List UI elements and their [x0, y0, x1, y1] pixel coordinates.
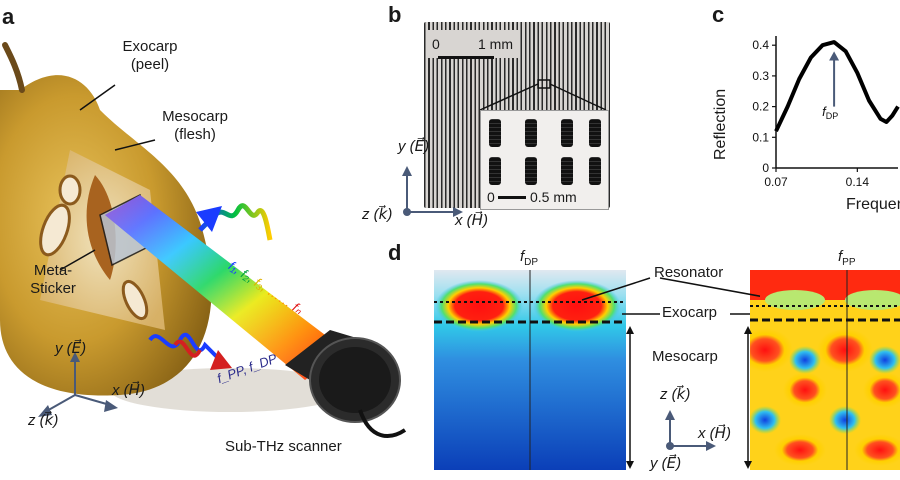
panel-b-letter: b — [388, 2, 402, 27]
fdp-arrow-head — [829, 51, 840, 61]
field-map-fpp — [750, 270, 900, 470]
d-axis-x: x (H⃗) — [698, 425, 731, 442]
panel-d-letter: d — [388, 240, 402, 265]
resonator-label: Resonator — [654, 264, 724, 281]
c-ytick-label: 0.4 — [752, 38, 769, 52]
panel-d-annotations — [581, 277, 760, 469]
axis-x-label: x (H⃗) — [112, 382, 145, 399]
c-ytick-label: 0.1 — [752, 130, 769, 144]
mesocarp-d-label: Mesocarp — [652, 348, 718, 365]
zoom-lines — [479, 79, 607, 111]
scale-bar-small — [498, 196, 526, 199]
c-ytick-label: 0 — [762, 161, 769, 175]
b-axis-y: y (E⃗) — [398, 138, 430, 155]
metasticker-label: Meta-Sticker — [30, 262, 76, 297]
panel-b-axes — [402, 166, 463, 217]
d-title-right: fPP — [838, 248, 856, 268]
d-axis-z: z (k⃗) — [660, 386, 691, 403]
axis-z-label: z (k⃗) — [28, 412, 59, 429]
scale-zero: 0 — [432, 36, 440, 52]
d-axis-y: y (E⃗) — [650, 455, 682, 472]
c-ytick-label: 0.3 — [752, 69, 769, 83]
scale-small-label: 0.5 mm — [530, 189, 577, 205]
c-xtick-label: 0.14 — [846, 175, 870, 189]
reflection-curve — [774, 40, 900, 133]
panel-a-letter: a — [2, 4, 15, 29]
exocarp-d-label: Exocarp — [662, 304, 718, 321]
panel-a-illustration — [0, 42, 407, 438]
c-ytick-label: 0.2 — [752, 100, 769, 114]
field-map-fdp — [434, 270, 626, 470]
fdp-annotation: fDP — [822, 104, 838, 121]
c-xtick-label: 0.07 — [764, 175, 788, 189]
panel-c-letter: c — [712, 2, 725, 27]
mesocarp-label: Mesocarp(flesh) — [162, 108, 228, 143]
scale-bar-big — [438, 56, 494, 59]
c-xlabel: Frequen — [846, 196, 900, 213]
reflection-chart: 0 0.1 0.2 0.3 0.4 0.07 0.14 fDP — [752, 36, 900, 189]
scale-small-zero: 0 — [487, 189, 495, 205]
axis-y-label: y (E⃗) — [55, 340, 87, 357]
scanner-label: Sub-THz scanner — [225, 438, 342, 455]
exocarp-label: Exocarp(peel) — [122, 38, 178, 73]
zoom-inset — [480, 110, 609, 210]
scale-bar-bg — [428, 30, 518, 58]
b-axis-x: x (H⃗) — [455, 212, 488, 229]
c-ylabel: Reflection — [712, 88, 729, 160]
scale-big-label: 1 mm — [478, 36, 513, 52]
b-axis-z: z (k⃗) — [362, 206, 393, 223]
d-title-left: fDP — [520, 248, 539, 268]
